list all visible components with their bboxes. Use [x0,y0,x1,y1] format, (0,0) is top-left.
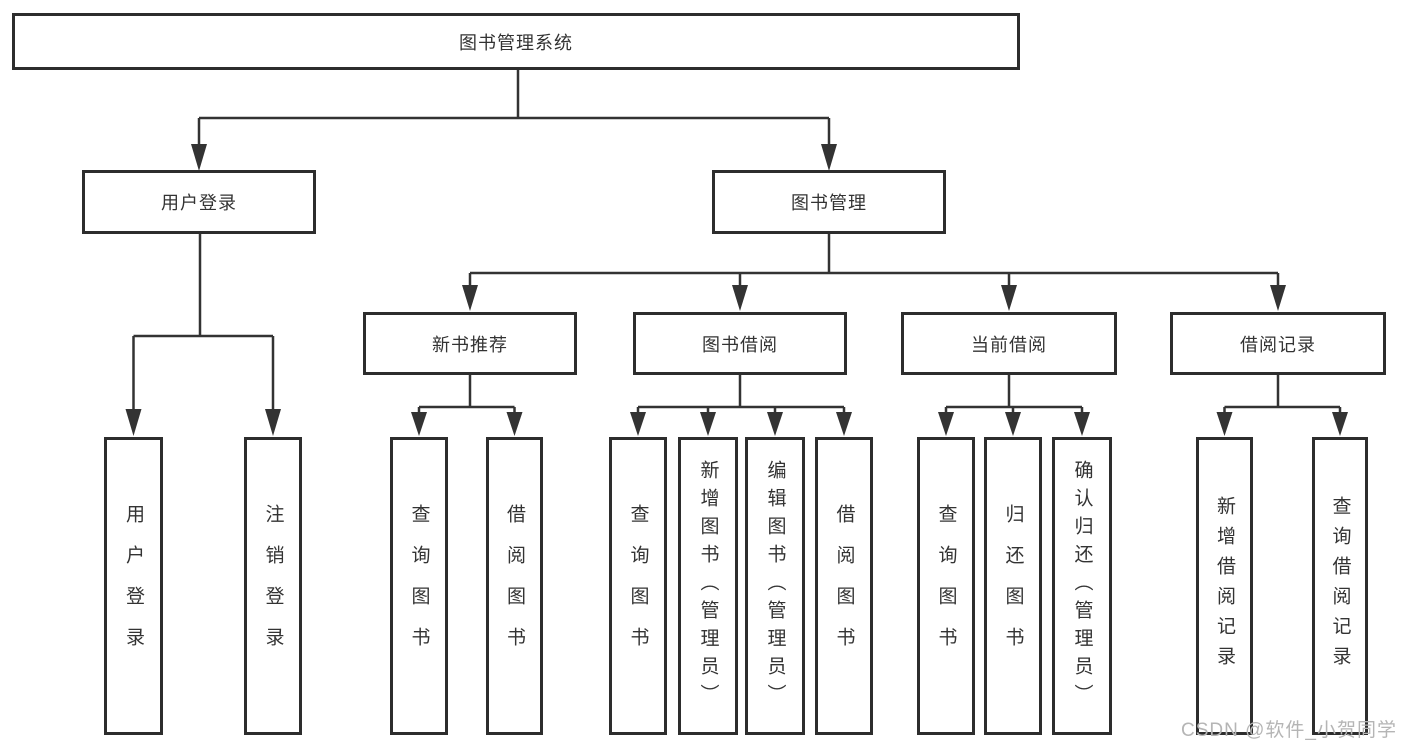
node-book-borrowing: 图书借阅 [633,312,847,375]
node-label: 确认归还（管理员） [1071,460,1093,712]
node-label: 图书管理 [791,193,867,213]
node-label: 编辑图书（管理员） [764,460,786,712]
node-leaf-logout: 注销登录 [244,437,302,735]
node-label: 查询图书 [408,504,430,668]
node-leaf-query-books-1: 查询图书 [390,437,448,735]
node-leaf-return-book: 归还图书 [984,437,1042,735]
node-label: 借阅图书 [504,504,525,668]
node-current-borrowing: 当前借阅 [901,312,1117,375]
node-label: 借阅记录 [1240,334,1316,355]
node-leaf-user-login: 用户登录 [104,437,163,735]
node-leaf-add-borrow-record: 新增借阅记录 [1196,437,1253,735]
node-user-login: 用户登录 [82,170,316,234]
node-label: 借阅图书 [833,504,855,668]
node-label: 查询图书 [935,504,957,668]
node-label: 用户登录 [161,193,237,213]
node-label: 新增借阅记录 [1214,496,1235,676]
node-leaf-add-book-admin: 新增图书（管理员） [678,437,738,735]
node-leaf-query-books-3: 查询图书 [917,437,975,735]
node-label: 图书借阅 [702,334,778,355]
node-label: 新书推荐 [432,334,508,355]
node-leaf-confirm-return-admin: 确认归还（管理员） [1052,437,1112,735]
node-leaf-edit-book-admin: 编辑图书（管理员） [745,437,805,735]
node-label: 注销登录 [262,504,284,668]
node-label: 当前借阅 [971,334,1047,355]
node-leaf-borrow-books-1: 借阅图书 [486,437,543,735]
watermark-csdn: CSDN @软件_小贺同学 [1181,720,1397,741]
node-new-book-recommend: 新书推荐 [363,312,577,375]
node-label: 用户登录 [123,504,144,668]
node-leaf-borrow-books-2: 借阅图书 [815,437,873,735]
node-label: 图书管理系统 [459,32,573,53]
node-book-management: 图书管理 [712,170,946,234]
node-label: 查询图书 [627,504,649,668]
node-leaf-query-borrow-record: 查询借阅记录 [1312,437,1368,735]
node-library-management-system: 图书管理系统 [12,13,1020,70]
node-label: 新增图书（管理员） [697,460,719,712]
node-label: 查询借阅记录 [1329,496,1351,676]
node-label: 归还图书 [1002,504,1024,668]
node-borrowing-records: 借阅记录 [1170,312,1386,375]
node-leaf-query-books-2: 查询图书 [609,437,667,735]
